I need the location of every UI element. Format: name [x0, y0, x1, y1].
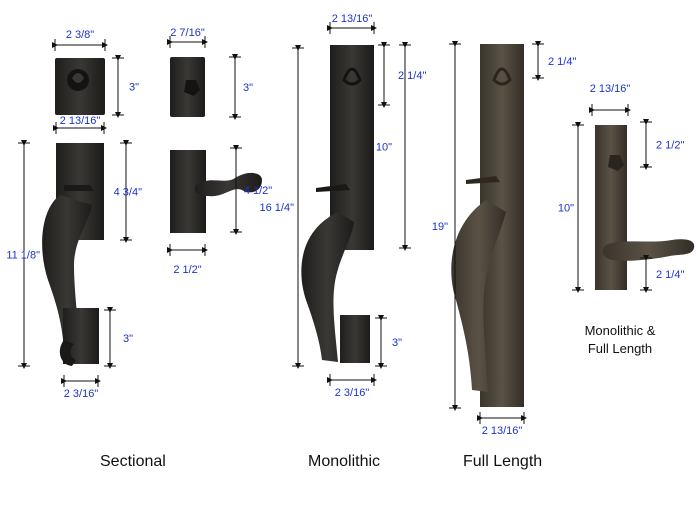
sectional-group	[42, 57, 262, 366]
interior-group	[595, 125, 695, 290]
dimension-label: 2 1/4"	[656, 269, 684, 281]
caption-sectional: Sectional	[100, 453, 166, 470]
dimension-label: 2 3/8"	[66, 29, 94, 41]
dimension-label: 3"	[243, 82, 253, 94]
dimension-label: 2 1/4"	[548, 56, 576, 68]
interior-lever	[602, 239, 695, 261]
dimension-label: 2 1/2"	[656, 140, 684, 152]
dimension-label: 2 13/16"	[60, 115, 101, 127]
dimension-label: 3"	[392, 337, 402, 349]
sectional-lever	[194, 172, 262, 197]
sectional-thumb-piece	[64, 185, 94, 191]
dimension-label: 4 3/4"	[114, 187, 142, 199]
interior-plate	[595, 125, 627, 290]
monolithic-group	[301, 45, 374, 363]
dimension-label: 2 1/4"	[398, 70, 426, 82]
caption-full-length: Full Length	[463, 453, 543, 470]
dimension-label: 2 3/16"	[335, 387, 370, 399]
dimension-label: 10"	[376, 142, 392, 154]
dimension-label: 4 1/2"	[244, 185, 272, 197]
caption-interior: Monolithic & Full Length	[560, 322, 680, 358]
monolithic-grip	[301, 212, 354, 362]
caption-interior-line2: Full Length	[587, 341, 653, 356]
dimension-label: 2 13/16"	[332, 13, 373, 25]
dimension-label: 10"	[558, 203, 574, 215]
dimension-lines: 2 3/8" 3" 2 13/16" 4 3/4" 11 1/8" 3" 2 3/16" 2 …	[6, 13, 684, 437]
dimension-label: 2 3/16"	[64, 388, 99, 400]
full-length-group	[451, 44, 524, 407]
dimension-label: 2 7/16"	[170, 27, 205, 39]
sectional-grip	[42, 195, 92, 350]
dimension-label: 16 1/4"	[260, 202, 295, 214]
dimension-label: 11 1/8"	[6, 250, 40, 262]
full-length-grip	[451, 200, 506, 392]
caption-monolithic: Monolithic	[308, 453, 381, 470]
caption-interior-line1: Monolithic &	[584, 323, 656, 338]
dimension-label: 3"	[123, 333, 133, 345]
dimension-label: 2 1/2"	[173, 264, 201, 276]
dimension-label: 2 13/16"	[590, 83, 631, 95]
dimension-label: 19"	[432, 221, 448, 233]
dimension-label: 2 13/16"	[482, 425, 523, 437]
dimension-label: 3"	[129, 82, 139, 94]
